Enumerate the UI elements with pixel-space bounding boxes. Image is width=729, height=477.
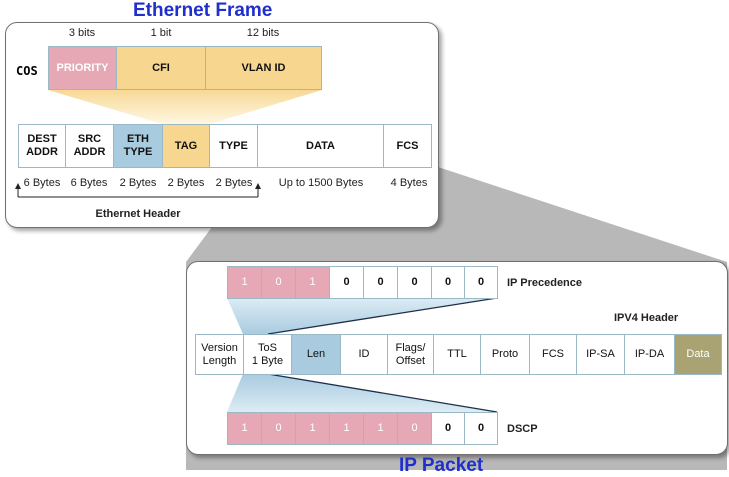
dscp-label: DSCP [507,423,538,435]
id-field: ID [340,334,388,375]
precedence-bit-4: 0 [329,266,364,299]
ethernet-frame-title: Ethernet Frame [133,0,273,21]
dscp-bit-8: 0 [464,412,498,445]
ip-fcs-field: FCS [529,334,577,375]
dscp-bit-6: 0 [397,412,432,445]
flags-offset-field: Flags/Offset [387,334,434,375]
dscp-bit-3: 1 [295,412,330,445]
vlan-bits-label: 12 bits [246,27,280,39]
ttl-field: TTL [433,334,481,375]
len-field: Len [291,334,341,375]
proto-field: Proto [480,334,530,375]
precedence-bit-1: 1 [227,266,262,299]
cfi-bits-label: 1 bit [150,27,172,39]
ip-data-field: Data [674,334,722,375]
tos-expansion-up [227,298,497,334]
ethernet-header-label: Ethernet Header [95,208,181,220]
ip-sa-field: IP-SA [576,334,625,375]
size-dest: 6 Bytes [23,177,61,189]
dscp-bit-4: 1 [329,412,364,445]
ip-packet-title: IP Packet [399,455,484,476]
tag-field: TAG [162,124,210,168]
data-field: DATA [257,124,384,168]
dscp-bit-7: 0 [431,412,465,445]
ipv4-header-label: IPV4 Header [614,312,679,324]
type-field: TYPE [209,124,258,168]
precedence-bit-2: 0 [261,266,296,299]
size-type: 2 Bytes [215,177,253,189]
dscp-bit-5: 1 [363,412,398,445]
cfi-field: CFI [116,46,206,90]
size-src: 6 Bytes [70,177,108,189]
precedence-bit-7: 0 [431,266,465,299]
size-data: Up to 1500 Bytes [278,177,364,189]
dscp-bit-2: 0 [261,412,296,445]
size-ethtype: 2 Bytes [119,177,157,189]
priority-field: PRIORITY [48,46,117,90]
fcs-field: FCS [383,124,432,168]
tos-expansion-down [227,374,497,412]
size-tag: 2 Bytes [167,177,205,189]
precedence-bit-8: 0 [464,266,498,299]
ip-da-field: IP-DA [624,334,675,375]
cos-label: COS [16,64,38,78]
size-fcs: 4 Bytes [390,177,428,189]
ip-precedence-label: IP Precedence [507,277,583,289]
precedence-bit-6: 0 [397,266,432,299]
dscp-bit-1: 1 [227,412,262,445]
priority-bits-label: 3 bits [68,27,96,39]
tag-expansion [48,90,322,124]
precedence-bit-3: 1 [295,266,330,299]
vlan-id-field: VLAN ID [205,46,322,90]
precedence-bit-5: 0 [363,266,398,299]
